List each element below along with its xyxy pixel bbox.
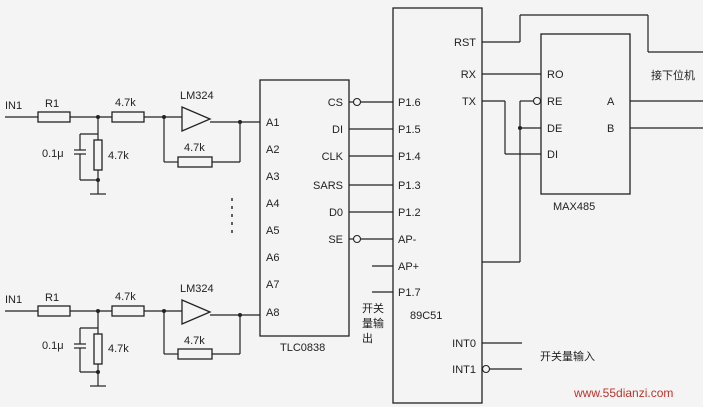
switch-output-line-2: 量输 [362,316,384,330]
opamp-label-bottom: LM324 [180,283,214,295]
adc-pin-a4: A4 [266,198,279,210]
max485-pin-b: B [607,123,614,135]
resistor-r1-label-bottom: R1 [45,292,59,304]
adc-name: TLC0838 [280,342,325,354]
input-channel-bottom: IN1 R1 4.7k 0.1μ 4.7k LM324 4.7k [5,283,260,387]
resistor-feedback-bottom [177,348,213,360]
adc-pin-a2: A2 [266,144,279,156]
max485-body [540,33,631,195]
resistor-feedback-label-bottom: 4.7k [184,335,205,347]
adc-body [259,79,350,337]
mcu-pin-rx: RX [461,69,477,81]
cap-label-top: 0.1μ [42,148,64,160]
adc-pin-a3: A3 [266,171,279,183]
adc-pin-di: DI [332,124,343,136]
mcu-pin-p17: P1.7 [398,287,421,299]
mcu-pin-p16: P1.6 [398,97,421,109]
resistor-series-bottom [111,305,145,317]
opamp-bottom [181,299,212,325]
switch-output-line-1: 开关 [362,301,384,315]
mcu-transceiver-wiring [482,14,703,263]
max485-pin-a: A [607,96,615,108]
input-label-top: IN1 [5,100,22,112]
adc-pin-a8: A8 [266,307,279,319]
mcu-pin-p14: P1.4 [398,151,421,163]
adc-pin-a1: A1 [266,117,279,129]
input-label-bottom: IN1 [5,294,22,306]
switch-input-label: 开关量输入 [540,349,595,363]
adc-pin-d0: D0 [329,207,343,219]
mcu-pin-int1: INT1 [452,364,476,376]
mcu-pin-int0: INT0 [452,338,476,350]
switch-output-line-3: 出 [362,331,373,345]
resistor-series-label-bottom: 4.7k [115,291,136,303]
resistor-shunt-top [93,139,103,171]
mcu-body [392,7,483,404]
mcu-pin-tx: TX [462,96,477,108]
watermark: www.55dianzi.com [573,386,673,400]
max485-pin-de: DE [547,123,562,135]
lower-host-label: 接下位机 [651,68,695,82]
resistor-shunt-label-bottom: 4.7k [108,343,129,355]
adc-pin-se: SE [328,234,343,246]
resistor-feedback-top [177,156,213,168]
adc-pin-cs: CS [328,97,343,109]
mcu-pin-ap-minus: AP- [398,234,417,246]
resistor-feedback-label-top: 4.7k [184,142,205,154]
resistor-shunt-label-top: 4.7k [108,150,129,162]
input-channel-top: IN1 R1 4.7k 0.1μ 4.7k LM324 4.7k [5,90,260,195]
adc-chip: A1 A2 A3 A4 A5 A6 A7 A8 CS DI CLK SARS D… [259,79,350,354]
cap-label-bottom: 0.1μ [42,340,64,352]
mcu-pin-rst: RST [454,37,476,49]
resistor-r1-label-top: R1 [45,98,59,110]
mcu-pin-ap-plus: AP+ [398,261,419,273]
max485-pin-di: DI [547,149,558,161]
opamp-top [181,106,212,132]
adc-pin-clk: CLK [322,151,344,163]
mcu-pin-p13: P1.3 [398,180,421,192]
transceiver-chip: RO RE DE DI A B MAX485 [540,33,631,213]
adc-pin-sars: SARS [313,180,343,192]
adc-pin-a7: A7 [266,279,279,291]
resistor-r1-top [37,111,71,123]
resistor-series-top [111,111,145,123]
mcu-pin-p15: P1.5 [398,124,421,136]
max485-name: MAX485 [553,201,595,213]
max485-pin-ro: RO [547,69,564,81]
max485-pin-re: RE [547,96,562,108]
adc-pin-a5: A5 [266,225,279,237]
opamp-label-top: LM324 [180,90,214,102]
adc-pin-a6: A6 [266,252,279,264]
resistor-series-label-top: 4.7k [115,97,136,109]
resistor-r1-bottom [37,305,71,317]
interrupt-inputs [481,342,522,374]
adc-mcu-wiring [349,97,393,293]
mcu-pin-p12: P1.2 [398,207,421,219]
mcu-chip: P1.6 P1.5 P1.4 P1.3 P1.2 AP- AP+ P1.7 RS… [392,7,483,404]
mcu-name: 89C51 [410,310,442,322]
resistor-shunt-bottom [93,333,103,365]
